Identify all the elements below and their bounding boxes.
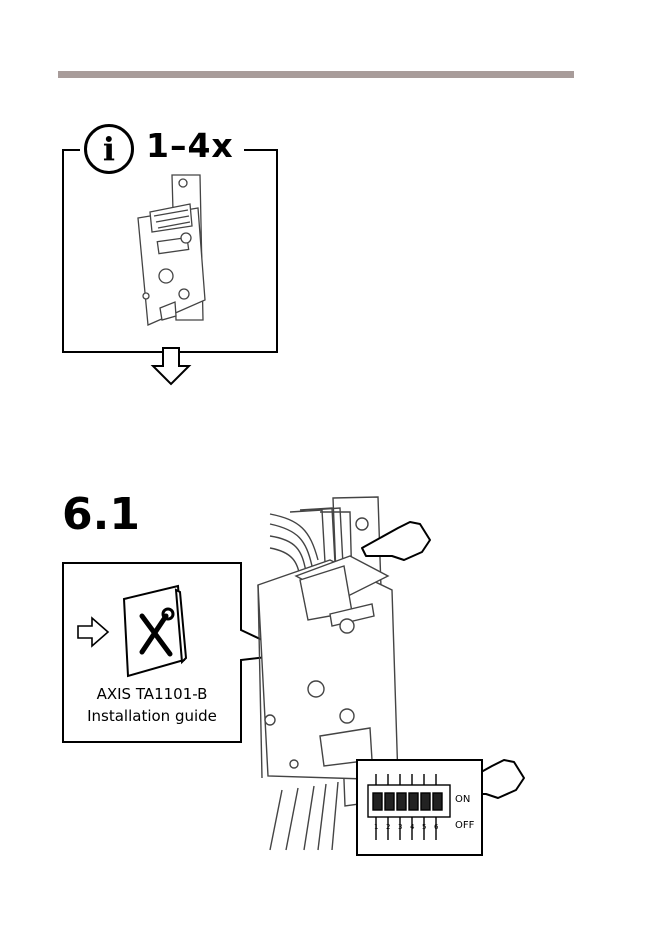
dip-number: 6 <box>434 823 438 831</box>
dip-number: 1 <box>374 823 378 831</box>
dip-number: 4 <box>410 823 414 831</box>
guide-title-line1: AXIS TA1101-B <box>62 683 242 705</box>
dip-number: 2 <box>386 823 390 831</box>
dip-number: 3 <box>398 823 402 831</box>
step-number: 6.1 <box>62 489 140 540</box>
dip-off-label: OFF <box>455 820 474 831</box>
down-arrow-icon <box>153 348 189 384</box>
module-illustration <box>138 175 205 325</box>
guide-title: AXIS TA1101-B Installation guide <box>62 683 242 727</box>
dip-number: 5 <box>422 823 426 831</box>
guide-title-line2: Installation guide <box>62 705 242 727</box>
dip-on-label: ON <box>455 794 470 805</box>
